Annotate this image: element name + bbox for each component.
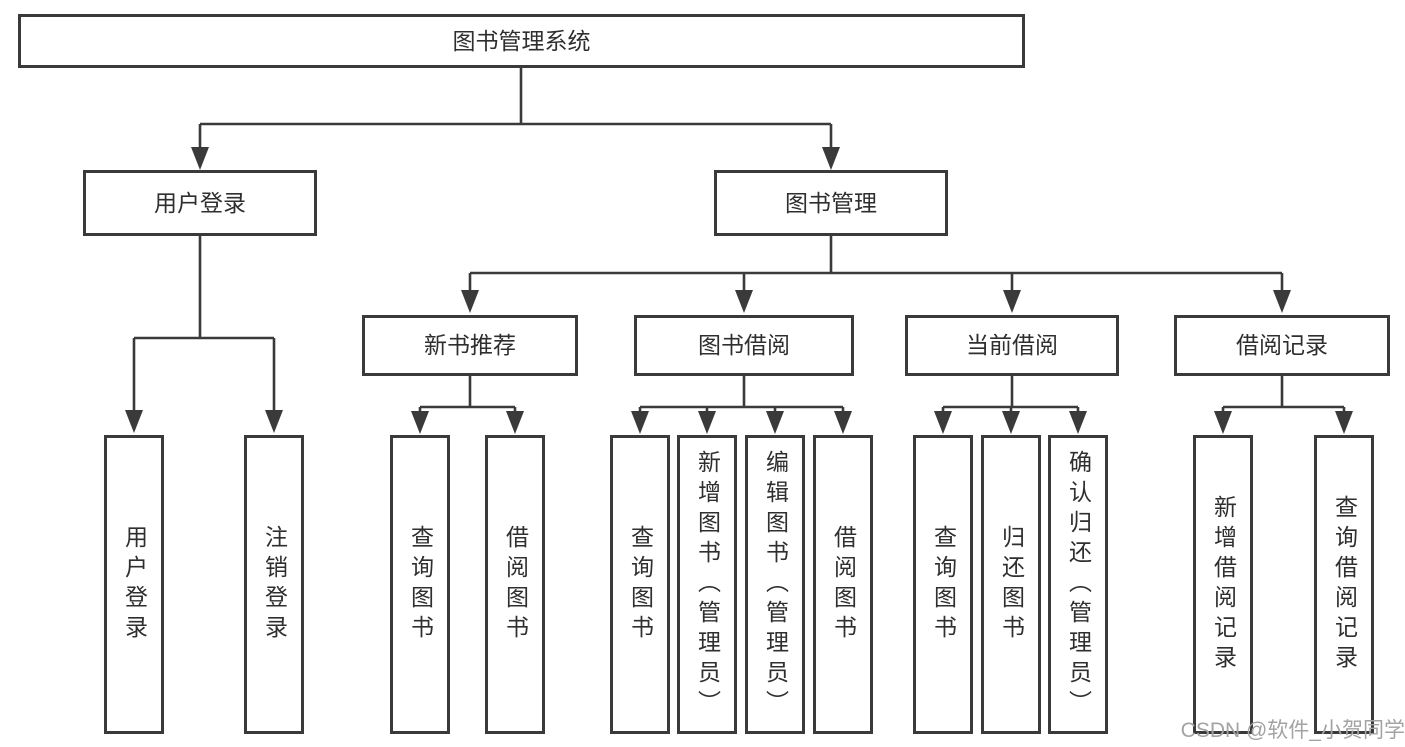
node-book-borrowing: 图书借阅 xyxy=(634,315,854,376)
leaf-borrow-books-borrowing: 借阅图书 xyxy=(813,435,873,734)
leaf-query-books-recommend: 查询图书 xyxy=(390,435,450,734)
leaf-query-books-current: 查询图书 xyxy=(913,435,973,734)
node-new-book-recommend: 新书推荐 xyxy=(362,315,578,376)
node-borrow-records: 借阅记录 xyxy=(1174,315,1390,376)
leaf-return-book: 归还图书 xyxy=(981,435,1041,734)
leaf-user-login: 用户登录 xyxy=(104,435,164,734)
leaf-confirm-return-admin: 确认归还（管理员） xyxy=(1048,435,1108,734)
arrowheads xyxy=(125,147,1353,434)
leaf-edit-book-admin: 编辑图书（管理员） xyxy=(745,435,805,734)
leaf-logout: 注销登录 xyxy=(244,435,304,734)
leaf-borrow-books-recommend: 借阅图书 xyxy=(485,435,545,734)
leaf-add-borrow-record: 新增借阅记录 xyxy=(1193,435,1253,734)
csdn-watermark: CSDN @软件_小贺同学 xyxy=(1180,719,1405,742)
leaf-query-books-borrowing: 查询图书 xyxy=(610,435,670,734)
node-root-library-system: 图书管理系统 xyxy=(18,14,1025,68)
node-book-management: 图书管理 xyxy=(714,170,948,236)
node-current-borrowing: 当前借阅 xyxy=(905,315,1119,376)
node-user-login: 用户登录 xyxy=(83,170,317,236)
leaf-query-borrow-record: 查询借阅记录 xyxy=(1314,435,1374,734)
leaf-add-book-admin: 新增图书（管理员） xyxy=(677,435,737,734)
